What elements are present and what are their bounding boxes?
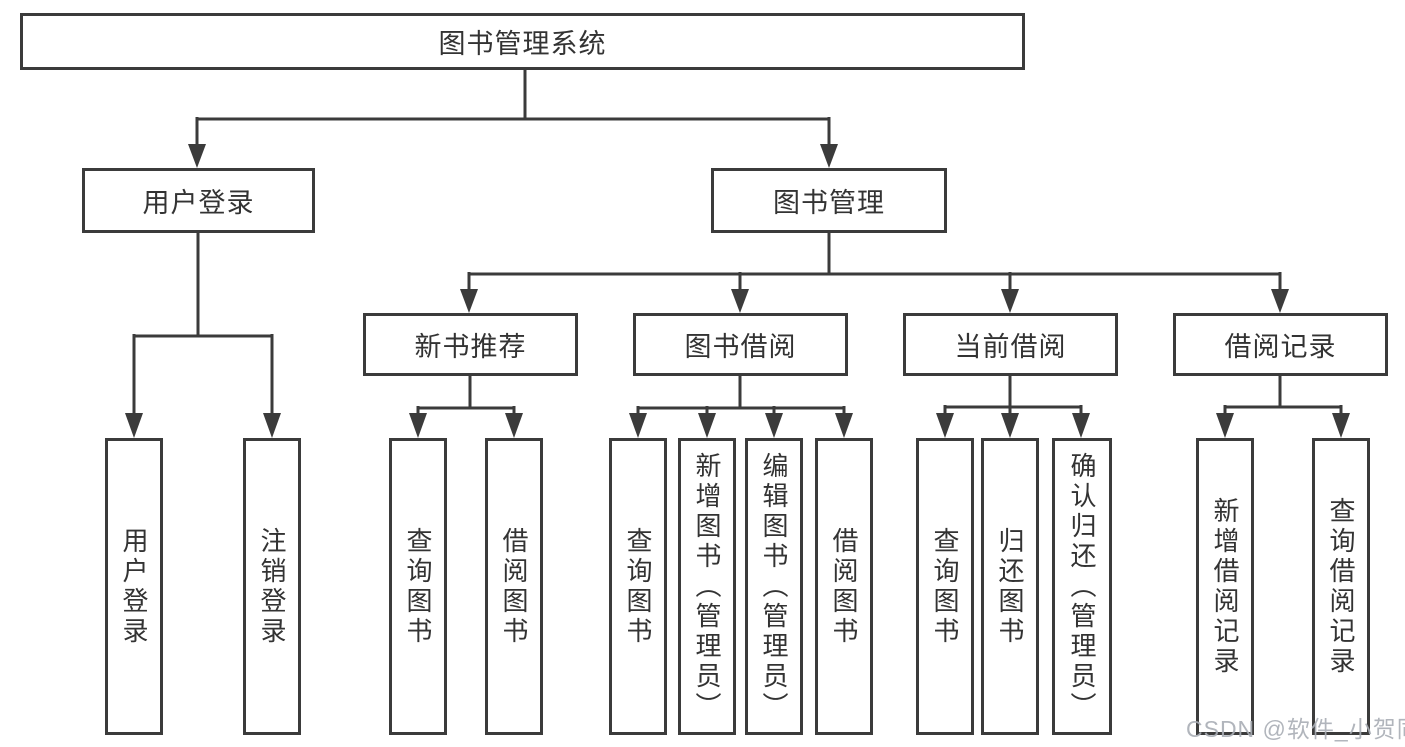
leaf-label: 查询图书 (623, 526, 653, 647)
node-root: 图书管理系统 (20, 13, 1025, 70)
leaf-query-books-current: 查询图书 (916, 438, 974, 735)
leaf-label: 用户登录 (119, 526, 149, 647)
leaf-label: 确认归还（管理员） (1067, 451, 1097, 722)
leaf-label: 借阅图书 (829, 526, 859, 647)
leaf-user-login: 用户登录 (105, 438, 163, 735)
leaf-borrow-books-recommend: 借阅图书 (485, 438, 543, 735)
leaf-add-books-admin: 新增图书（管理员） (678, 438, 736, 735)
arrowheads (125, 144, 1350, 438)
leaf-label: 查询借阅记录 (1326, 496, 1356, 677)
leaf-label: 编辑图书（管理员） (759, 451, 789, 722)
leaf-label: 查询图书 (403, 526, 433, 647)
node-borrow-records: 借阅记录 (1173, 313, 1388, 376)
leaf-query-books-borrow: 查询图书 (609, 438, 667, 735)
leaf-label: 查询图书 (930, 526, 960, 647)
leaf-label: 借阅图书 (499, 526, 529, 647)
leaf-query-borrow-record: 查询借阅记录 (1312, 438, 1370, 735)
leaf-label: 新增借阅记录 (1210, 496, 1240, 677)
node-book-management: 图书管理 (711, 168, 947, 233)
leaf-label: 归还图书 (995, 526, 1025, 647)
leaf-borrow-books: 借阅图书 (815, 438, 873, 735)
leaf-edit-books-admin: 编辑图书（管理员） (745, 438, 803, 735)
leaf-add-borrow-record: 新增借阅记录 (1196, 438, 1254, 735)
leaf-label: 新增图书（管理员） (692, 451, 722, 722)
leaf-return-books: 归还图书 (981, 438, 1039, 735)
node-book-borrow: 图书借阅 (633, 313, 848, 376)
csdn-watermark: CSDN @软件_小贺同学 (1186, 716, 1405, 742)
leaf-query-books-recommend: 查询图书 (389, 438, 447, 735)
leaf-label: 注销登录 (257, 526, 287, 647)
leaf-confirm-return-admin: 确认归还（管理员） (1052, 438, 1112, 735)
node-new-book-recommend: 新书推荐 (363, 313, 578, 376)
leaf-logout: 注销登录 (243, 438, 301, 735)
node-user-login: 用户登录 (82, 168, 315, 233)
node-current-borrow: 当前借阅 (903, 313, 1118, 376)
